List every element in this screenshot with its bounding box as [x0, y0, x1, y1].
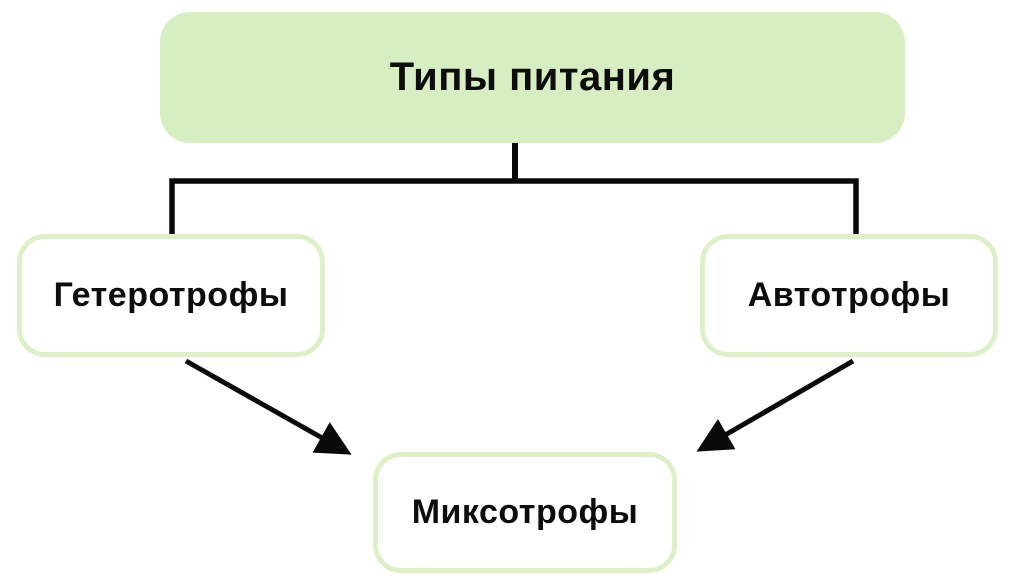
node-root: Типы питания	[160, 12, 905, 143]
node-autotrophs: Автотрофы	[700, 234, 998, 357]
node-mixotrophs: Миксотрофы	[373, 452, 677, 573]
edge-right-to-bottom-arrow	[696, 358, 855, 452]
node-mixotrophs-label: Миксотрофы	[411, 493, 639, 531]
edge-left-to-bottom-arrow	[184, 358, 352, 455]
node-heterotrophs-label: Гетеротрофы	[53, 276, 289, 314]
node-root-label: Типы питания	[389, 55, 676, 99]
edge-root-branch-bracket	[169, 178, 859, 234]
node-autotrophs-label: Автотрофы	[747, 276, 951, 314]
node-heterotrophs: Гетеротрофы	[17, 234, 325, 357]
